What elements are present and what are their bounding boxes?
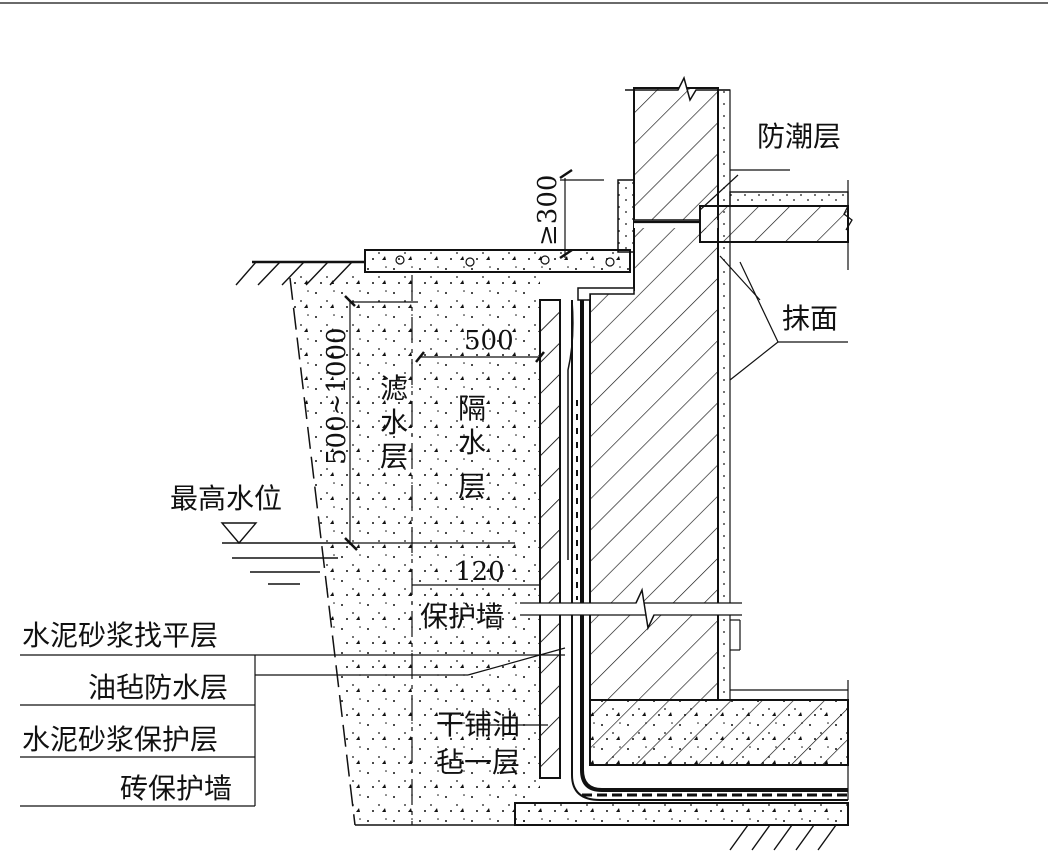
label-height-min: ≥300 [533,175,563,246]
label-barrier-2: 水 [458,426,486,459]
label-felt-waterproof: 油毡防水层 [88,671,228,704]
label-barrier-1: 隔 [458,392,486,425]
upper-floor-beam [699,205,849,243]
apron-circles [395,255,615,267]
felt-membrane [580,300,848,792]
label-protect-wall: 保护墙 [420,600,504,633]
break-band [520,603,742,615]
ground-bottom [729,824,837,851]
wall-cap [577,287,635,301]
filter-layer-zone [290,270,540,825]
dim-300 [559,168,604,260]
wall-break-top [625,75,730,102]
label-filter-2: 水 [380,406,408,439]
label-filter-3: 层 [380,440,408,473]
label-500: 500 [464,326,514,356]
leader-lines [699,169,848,381]
break-symbol-mid [635,587,655,631]
label-barrier-3: 层 [458,470,486,503]
label-cement-protect: 水泥砂浆保护层 [22,723,218,756]
label-500-1000: 500~1000 [322,327,352,465]
base-concrete [514,802,849,826]
apron-slab [364,249,631,273]
label-filter-1: 滤 [380,372,408,405]
label-cement-leveling: 水泥砂浆找平层 [22,619,218,652]
label-moisture-layer: 防潮层 [757,120,841,153]
apron-riser [617,179,635,253]
label-120: 120 [455,557,505,587]
upper-floor-topping [729,191,849,207]
filter-boundary-dashed [289,277,356,826]
label-dry-felt-2: 毡一层 [436,746,520,779]
base-slab-fill [590,700,848,765]
label-plaster: 抹面 [782,302,838,335]
label-brick-protect: 砖保护墙 [120,772,232,805]
label-highest-water: 最高水位 [170,482,282,515]
legend-lines [20,647,566,807]
water-level-symbol [220,522,350,585]
label-dry-felt-1: 干铺油 [436,708,520,741]
dim-500 [415,351,545,363]
dim-500-1000 [344,295,515,551]
